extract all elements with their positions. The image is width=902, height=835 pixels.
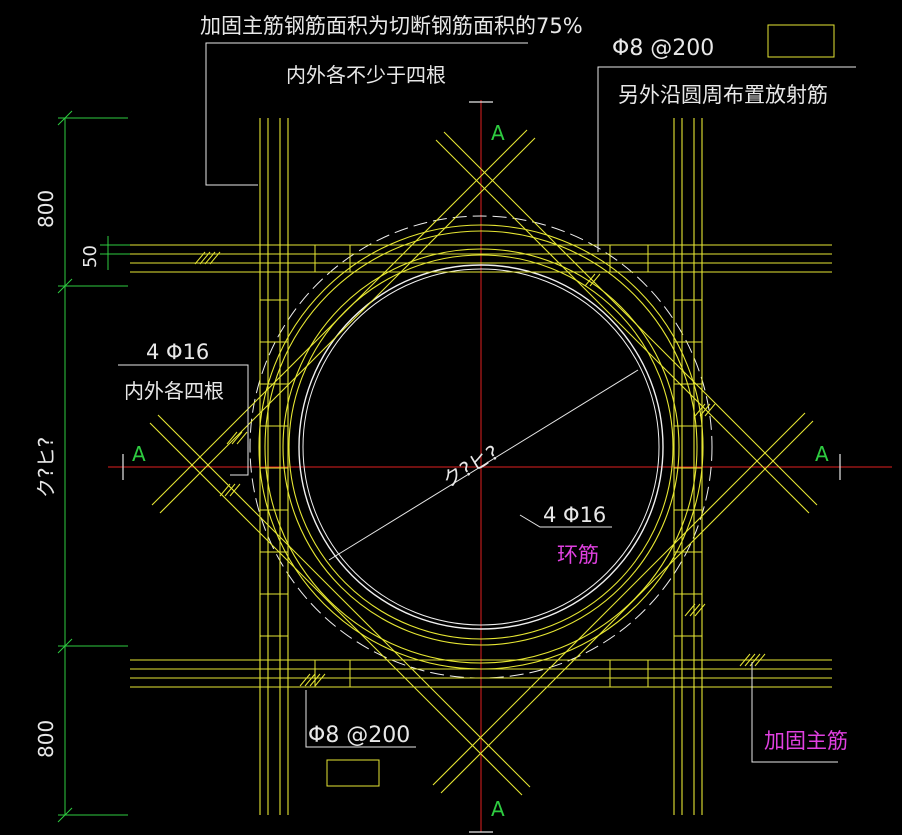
slash-bottom-right [754, 653, 766, 667]
ring-bar-label: 环筋 [557, 543, 599, 567]
side-bar-spec: 4 Φ16 [146, 340, 209, 364]
slash-right-mid [694, 403, 706, 417]
slash-right-mid [699, 403, 711, 417]
dim-tick-top [57, 110, 73, 126]
diag-bar-ne-1 [151, 129, 528, 506]
side-bar-note: 内外各四根 [124, 379, 224, 403]
radial-bar-note: 另外沿圆周布置放射筋 [618, 83, 828, 107]
dimension-group [57, 110, 130, 823]
slash-left-mid [226, 431, 238, 445]
centerline-group [108, 100, 892, 832]
opening-group [249, 215, 713, 679]
slash-left-low [219, 483, 231, 497]
slash-top-left [194, 251, 206, 265]
section-mark-right: A [815, 442, 829, 466]
dim-small-text: 50 [80, 245, 101, 268]
section-mark-bottom: A [491, 797, 505, 821]
diag-bar-sw-1 [432, 412, 806, 786]
ring-bar-3 [264, 230, 698, 664]
diag-bar-se-1 [157, 414, 531, 788]
leader-radial-note [597, 66, 856, 252]
diag-bar-se-2 [149, 422, 523, 796]
slash-right-mid [704, 403, 716, 417]
section-marks-group [122, 101, 841, 833]
slash-top-right [589, 273, 601, 287]
slash-top-right [584, 273, 596, 287]
slash-bottom-left [299, 673, 311, 687]
ring-bar-spec: 4 Φ16 [543, 503, 606, 527]
leader-reinforce-note [751, 662, 838, 763]
dim-bottom-text: 800 [34, 720, 58, 758]
slash-bottom-left [304, 673, 316, 687]
slash-left-low [224, 483, 236, 497]
diameter-label: ク?ヒ? [438, 440, 503, 492]
dim-tick-bottom [57, 807, 73, 823]
main-bar-note-line1: 加固主筋钢筋面积为切断钢筋面积的75% [200, 14, 583, 38]
radial-symbol-box [767, 24, 835, 58]
stirrup-spec: Φ8 @200 [308, 723, 410, 748]
main-bar-note-line2: 内外各不少于四根 [286, 63, 446, 87]
stirrup-symbol-box [326, 759, 380, 787]
slash-bottom-right [739, 653, 751, 667]
leader-side-note [118, 364, 249, 476]
main-bars-group [130, 118, 832, 815]
opening-circle [298, 264, 664, 630]
ring-bar-2 [282, 248, 680, 646]
slash-bottom-left [309, 673, 321, 687]
diag-bar-nw-1 [435, 139, 810, 514]
leader-lines-group [118, 24, 856, 787]
radial-bar-spec: Φ8 @200 [612, 36, 714, 61]
slash-bottom-left [314, 673, 326, 687]
diag-bar-ne-2 [159, 137, 536, 514]
slash-top-left [204, 251, 216, 265]
slash-left-low [229, 483, 241, 497]
slash-right-low [689, 603, 701, 617]
text-group: 加固主筋钢筋面积为切断钢筋面积的75% 内外各不少于四根 Φ8 @200 另外沿… [34, 14, 848, 821]
leader-ring-note [519, 514, 612, 528]
slash-top-left [209, 251, 221, 265]
opening-inner-circle [302, 268, 660, 626]
dim-tick-2 [57, 638, 73, 654]
dim-middle-text: ク?ヒ? [34, 437, 58, 498]
slash-bottom-right [744, 653, 756, 667]
dim-top-text: 800 [34, 190, 58, 228]
dim-tick-1 [57, 278, 73, 294]
slash-left-mid [231, 431, 243, 445]
ring-bar-1 [288, 254, 674, 640]
diag-bar-sw-2 [440, 420, 814, 794]
slash-top-left [199, 251, 211, 265]
diameter-line [328, 369, 639, 561]
leader-stirrup-note [305, 690, 416, 748]
slash-right-low [694, 603, 706, 617]
section-mark-top: A [491, 121, 505, 145]
reinforce-label: 加固主筋 [764, 729, 848, 753]
slash-right-low [684, 603, 696, 617]
slash-left-mid [236, 431, 248, 445]
leader-main-note [205, 42, 528, 186]
section-mark-left: A [132, 442, 146, 466]
diag-bar-nw-2 [443, 131, 818, 506]
